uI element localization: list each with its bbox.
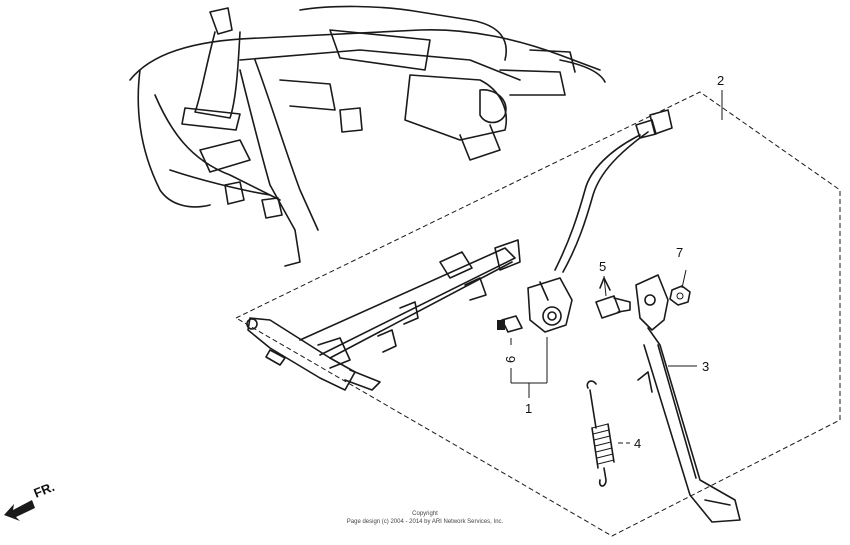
copyright-line-2: Page design (c) 2004 - 2014 by ARI Netwo… <box>347 519 504 525</box>
side-stand-part-3 <box>635 274 741 523</box>
callout-2: 2 <box>717 73 724 88</box>
callout-4: 4 <box>634 436 641 451</box>
callout-6: 6 <box>503 356 518 363</box>
front-label: FR. <box>32 479 57 501</box>
side-stand-switch <box>527 109 673 333</box>
nut-part-7 <box>669 285 691 306</box>
callout-1: 1 <box>525 401 532 416</box>
assembly-boundary <box>235 91 841 537</box>
bolt-part-5 <box>595 277 631 319</box>
callout-7: 7 <box>676 245 683 260</box>
side-stand-bracket <box>246 239 521 391</box>
callout-3: 3 <box>702 359 709 374</box>
copyright-line-1: Copyright <box>412 511 438 517</box>
spring-part-4 <box>586 380 615 487</box>
front-direction-indicator: FR. <box>4 479 57 521</box>
bolt-part-6 <box>497 315 523 333</box>
frame-illustration <box>129 5 606 267</box>
front-arrow-icon <box>4 500 35 521</box>
leader-lines <box>510 90 723 444</box>
callout-5: 5 <box>599 259 606 274</box>
